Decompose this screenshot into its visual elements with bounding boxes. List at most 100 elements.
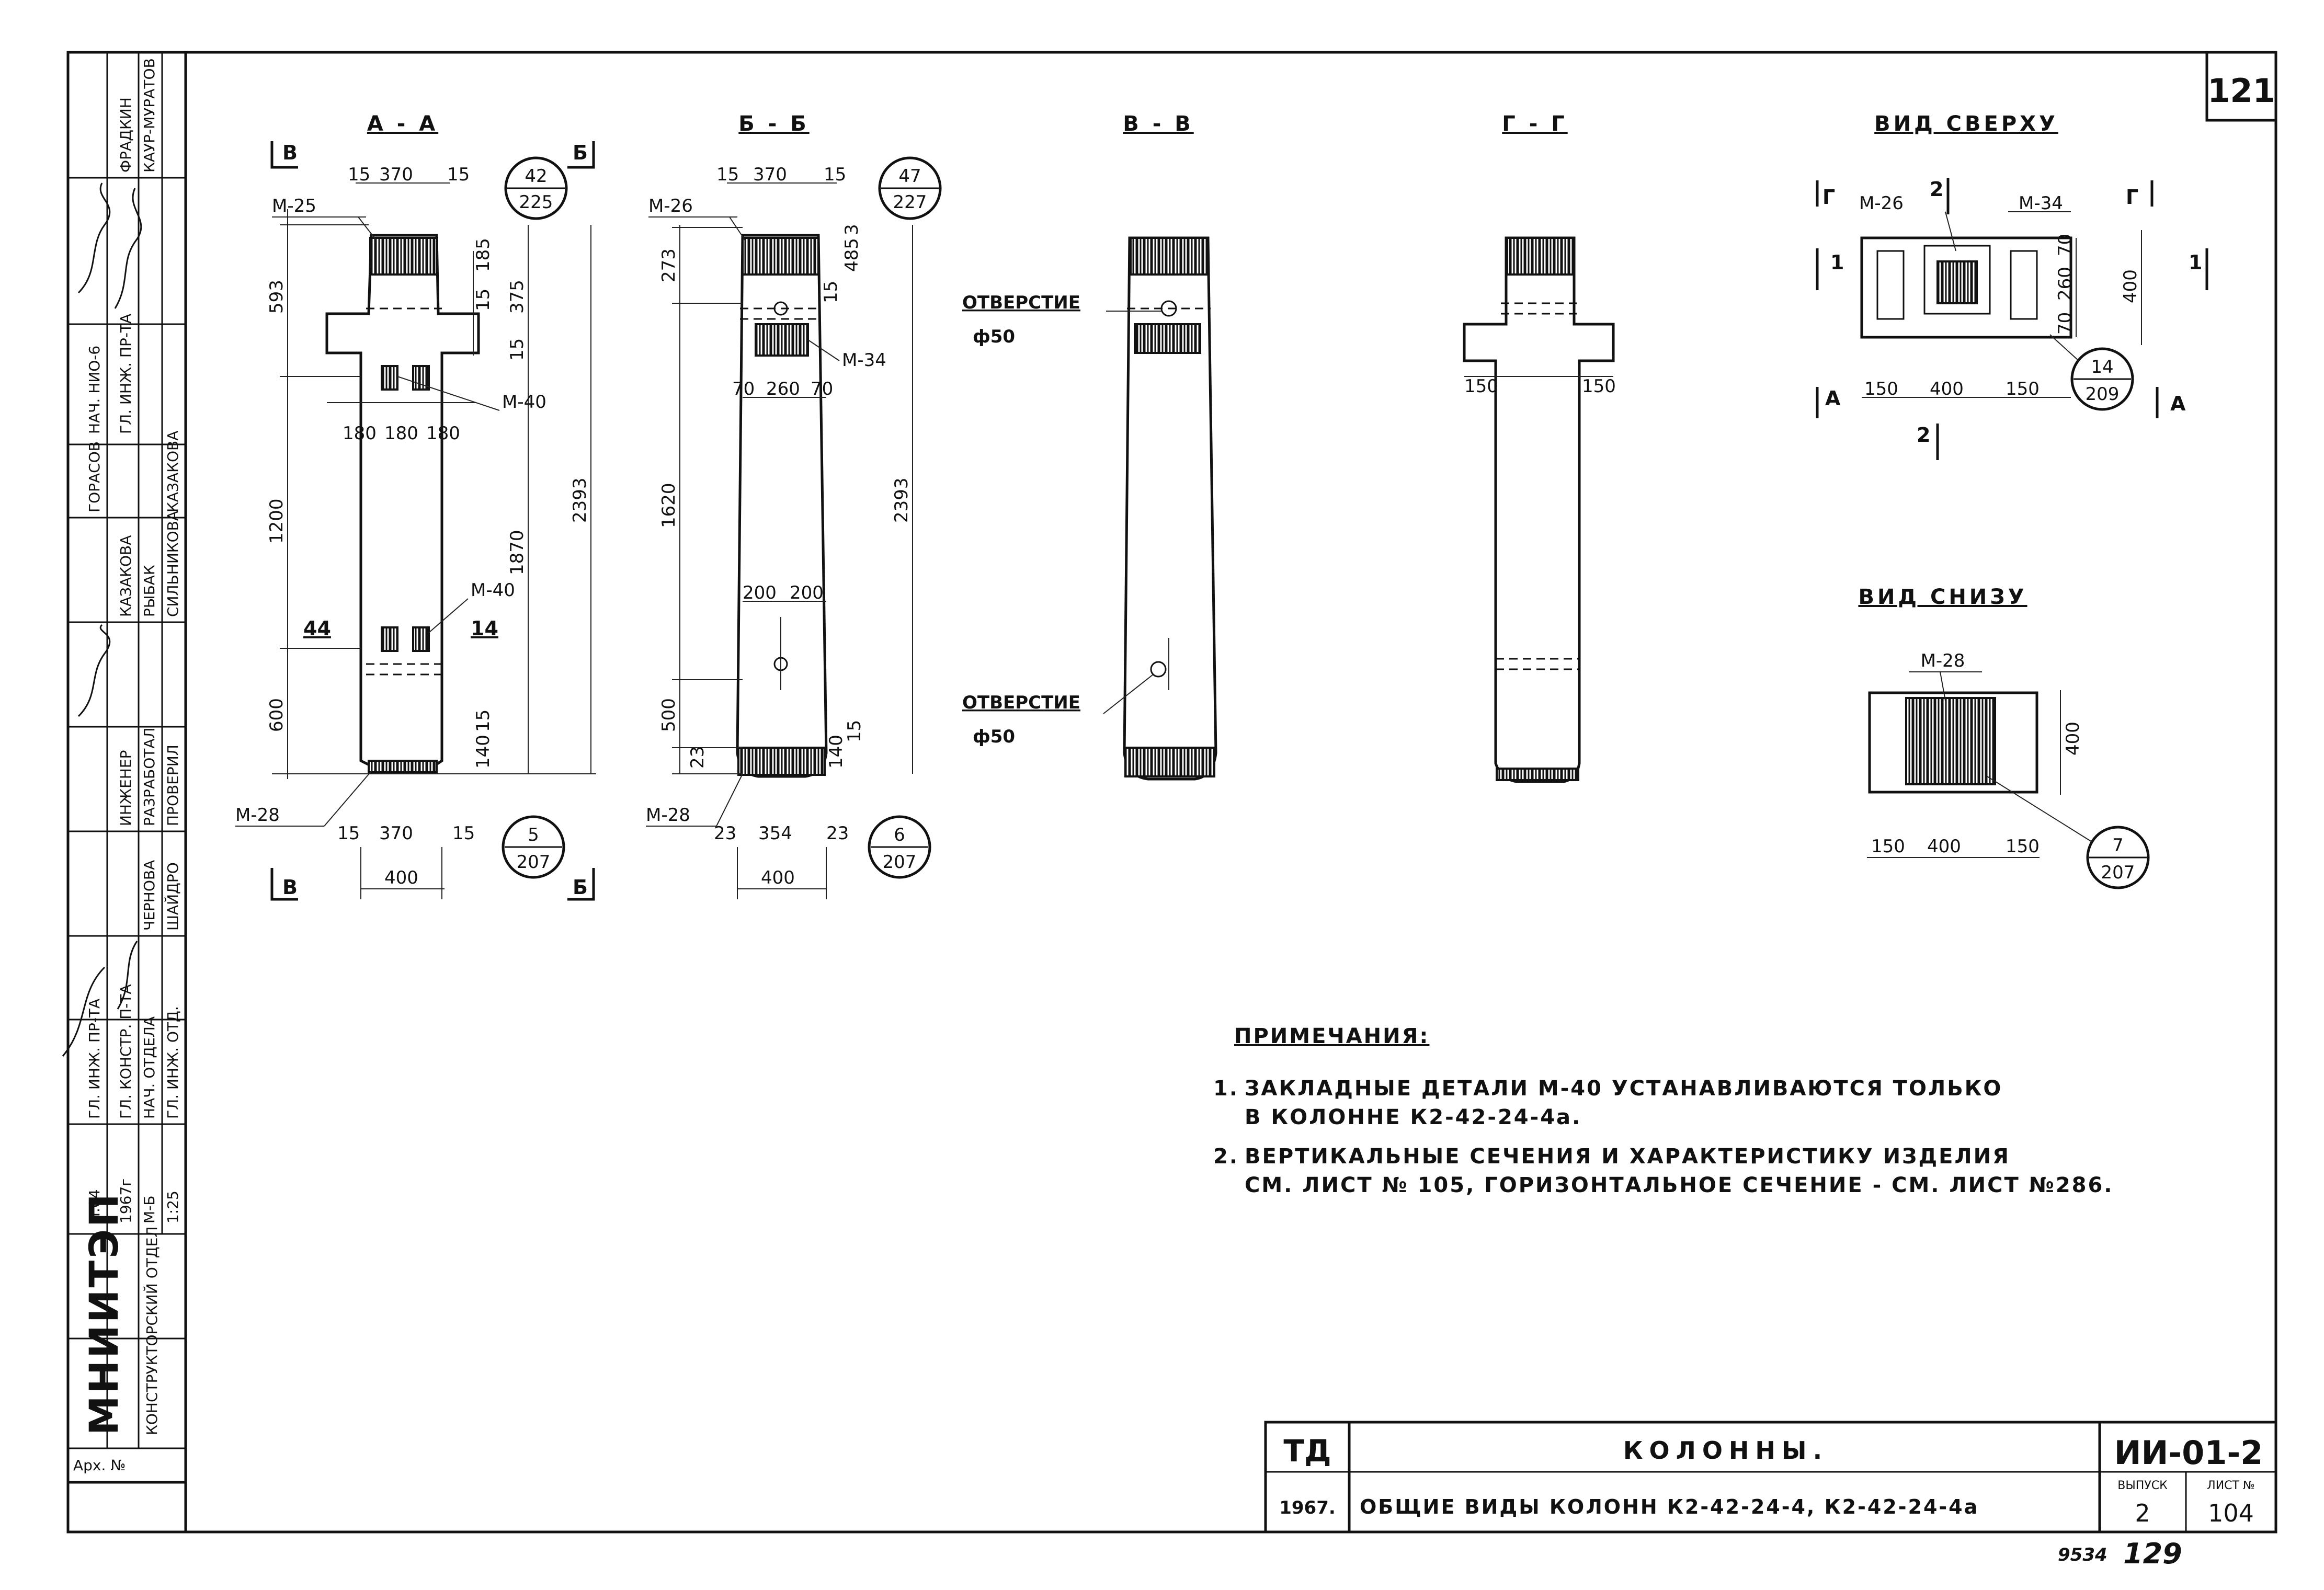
aa-mark-m25: М-25 — [272, 196, 316, 216]
aa-dim-bot-400: 400 — [384, 867, 418, 888]
top-dim-260: 260 — [2055, 267, 2076, 301]
stamp-sheet: Л.04 — [86, 1189, 103, 1223]
footer-right: 129 — [2123, 1537, 2182, 1570]
bottom-dim-400-w: 400 — [1927, 836, 1961, 857]
bb-dim-23: 23 — [687, 746, 708, 769]
section-aa-title: А - А — [367, 112, 438, 136]
section-gg-top-plate — [1506, 237, 1574, 276]
stamp-name-4: КАЗАКОВА — [117, 535, 134, 617]
aa-dim-1200: 1200 — [266, 498, 287, 544]
note-2-num: 2. — [1213, 1145, 1239, 1169]
aa-dim-600: 600 — [266, 698, 287, 732]
top-tag-1-right: 1 — [2189, 251, 2202, 274]
stamp-name-3: ГОРАСОВ — [86, 441, 103, 512]
bb-dim-200b: 200 — [790, 582, 824, 603]
bb-mark-m34: М-34 — [842, 350, 886, 371]
top-view-callout-sheet: 209 — [2086, 384, 2120, 405]
stamp-row-2: ГЛ. ИНЖ. ПР-ТА — [117, 314, 134, 434]
aa-dim-180a: 180 — [343, 423, 377, 444]
stamp-date: 1967г — [117, 1179, 134, 1223]
stamp-row-5: НАЧ. ОТДЕЛА — [141, 1016, 158, 1119]
top-tag-g-left: Г — [1822, 186, 1835, 209]
aa-callout-bottom-num: 5 — [528, 825, 539, 845]
bb-hole-top — [773, 301, 788, 316]
signature-1 — [77, 182, 111, 294]
cut-tag-bl: В — [282, 876, 298, 899]
bb-dim-70b: 70 — [811, 379, 833, 399]
stamp-row-9: ПРОВЕРИЛ — [164, 745, 181, 826]
bottom-view-callout — [2086, 826, 2150, 889]
top-view-title: ВИД СВЕРХУ — [1874, 112, 2058, 136]
stamp-row-6: ГЛ. ИНЖ. ОТД. — [164, 1006, 181, 1119]
aa-num-14: 14 — [471, 617, 498, 640]
bottom-view: ВИД СНИЗУ М-28 400 150 400 150 7 207 — [1858, 585, 2150, 889]
aa-mark-m40-top: М-40 — [502, 392, 546, 413]
aa-dim-top-15b: 15 — [447, 164, 470, 185]
bb-dim-bot-400: 400 — [761, 867, 795, 888]
stamp-org: МНИИТЭП — [81, 1192, 127, 1435]
section-bb: Б - Б М-26 М-34 М-28 15 370 15 273 — [646, 112, 942, 899]
cut-tag-br: Б — [573, 876, 588, 899]
section-gg-outline — [1463, 236, 1615, 783]
aa-mark-m28: М-28 — [235, 805, 280, 826]
top-dim-70b: 70 — [2055, 312, 2076, 335]
bb-dim-bot-23b: 23 — [826, 823, 849, 844]
aa-callout-bottom — [502, 815, 565, 879]
top-dim-400-h: 400 — [2120, 269, 2141, 303]
section-vv-top-plate — [1130, 237, 1209, 276]
section-aa-top-plate — [369, 237, 438, 276]
bb-callout-bottom-sheet: 207 — [883, 852, 917, 873]
top-dim-70a: 70 — [2055, 234, 2076, 256]
notes-heading: ПРИМЕЧАНИЯ: — [1234, 1024, 1429, 1048]
top-tag-a-left: А — [1825, 387, 1841, 410]
bb-dim-bot-23a: 23 — [714, 823, 736, 844]
bb-dim-r-15b: 15 — [844, 720, 865, 742]
title-block: ТД КОЛОННЫ. ИИ-01-2 1967. ОБЩИЕ ВИДЫ КОЛ… — [1264, 1421, 2277, 1570]
bottom-dim-150b: 150 — [2006, 836, 2040, 857]
aa-mark-m40-bottom: М-40 — [471, 580, 515, 601]
bottom-mark-m28: М-28 — [1921, 650, 1965, 671]
stamp-name-9: ШАЙДРО — [164, 862, 181, 931]
bb-dim-top-370: 370 — [753, 164, 787, 185]
stamp-row-8: РАЗРАБОТАЛ — [141, 727, 158, 826]
stamp-name-6: СИЛЬНИКОВА — [164, 511, 181, 617]
cut-tag-tr: Б — [573, 141, 588, 164]
aa-dim-top-15a: 15 — [348, 164, 370, 185]
section-gg: Г - Г 150 150 — [1463, 112, 1616, 783]
stamp-row-3: ГЛ. ИНЖ. ПР-ТА — [86, 999, 103, 1119]
stamp-name-2: КАУР-МУРАТОВ — [141, 58, 158, 173]
embed-m40-bottom-right — [412, 626, 430, 652]
bottom-view-m28-plate — [1905, 697, 1996, 785]
section-vv-outline — [1123, 236, 1217, 781]
vv-hole-bottom — [1150, 661, 1167, 678]
title-sheet-label: ЛИСТ № — [2207, 1479, 2255, 1492]
bb-dim-200a: 200 — [743, 582, 777, 603]
bb-dim-bot-354: 354 — [758, 823, 792, 844]
section-bb-m34-plate — [755, 323, 809, 357]
bb-dim-1620: 1620 — [658, 483, 679, 528]
aa-dim-bot-370: 370 — [379, 823, 413, 844]
outer-frame — [66, 51, 2277, 1534]
bb-callout-bottom — [868, 815, 931, 879]
top-view-m26-plate — [1923, 245, 1991, 315]
vv-hole-top — [1160, 300, 1177, 317]
top-tag-1-left: 1 — [1830, 251, 1844, 274]
page-number-box — [2205, 51, 2277, 122]
bb-callout-top-sheet: 227 — [893, 192, 927, 213]
bb-callout-bottom-num: 6 — [894, 825, 905, 845]
aa-dim-593: 593 — [266, 280, 287, 314]
bb-callout-top — [878, 156, 942, 220]
side-stamp: МНИИТЭП КОНСТРУКТОРСКИЙ ОТДЕЛ Арх. № Л.0… — [62, 52, 186, 1484]
aa-dim-bot-15a: 15 — [337, 823, 360, 844]
stamp-row-1: НАЧ. НИО-6 — [86, 346, 103, 434]
title-issue: 2 — [2135, 1499, 2150, 1527]
signature-2 — [114, 188, 142, 309]
title-subtitle: ОБЩИЕ ВИДЫ КОЛОНН К2-42-24-4, К2-42-24-4… — [1360, 1495, 1979, 1518]
bb-dim-70a: 70 — [732, 379, 755, 399]
aa-dim-top-370: 370 — [379, 164, 413, 185]
section-aa-bottom-plate — [368, 760, 438, 773]
bottom-dim-400-h: 400 — [2063, 722, 2083, 756]
bb-dim-top-15b: 15 — [824, 164, 846, 185]
stamp-arch: Арх. № — [73, 1457, 126, 1474]
